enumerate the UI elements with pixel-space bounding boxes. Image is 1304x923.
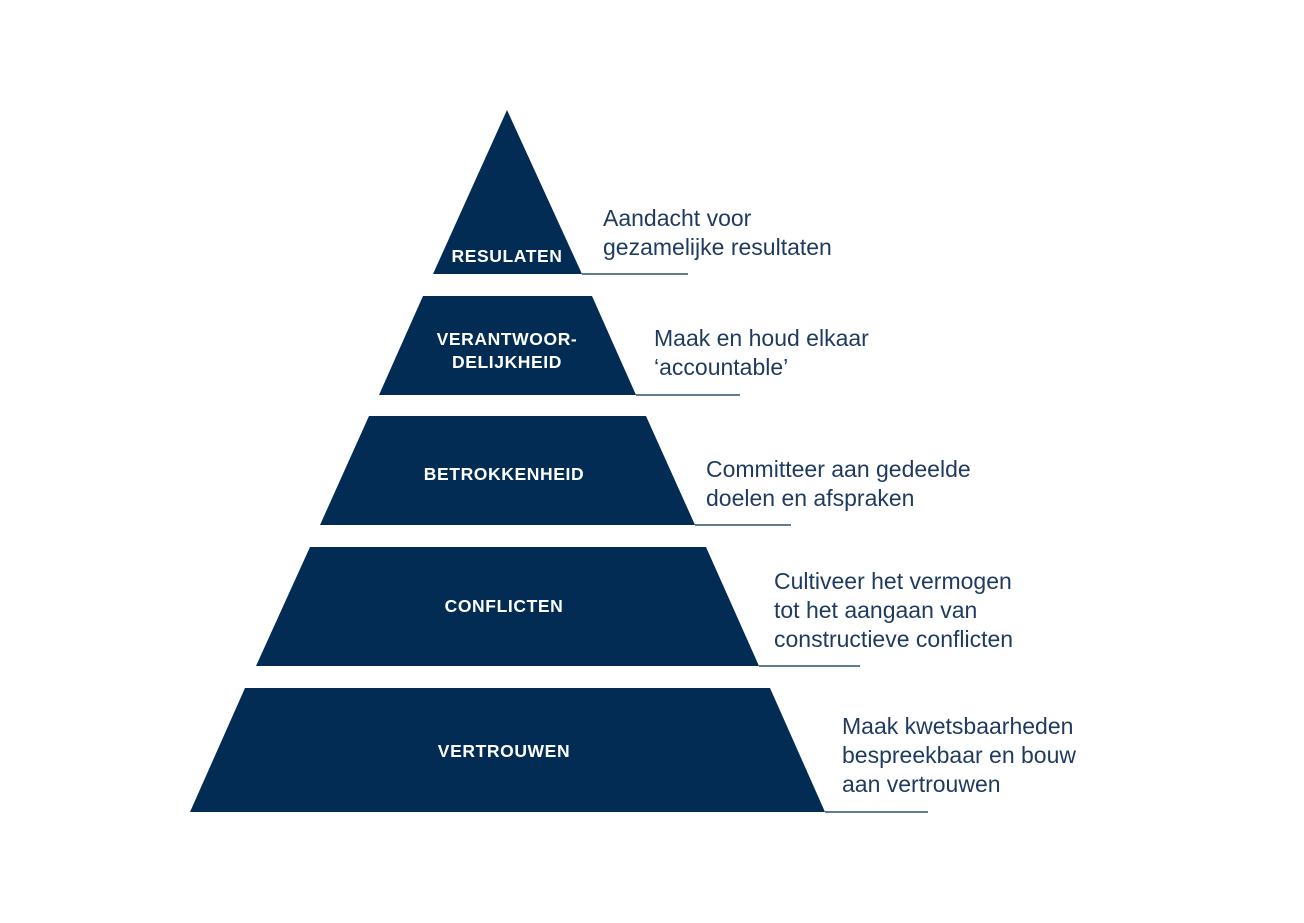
level-shape-conflicten (256, 547, 759, 666)
level-label-verantwoordelijkheid: VERANTWOOR- DELIJKHEID (436, 329, 578, 372)
level-description-resulaten: Aandacht voor gezamelijke resultaten (603, 205, 832, 260)
level-label-vertrouwen: VERTROUWEN (437, 741, 571, 761)
level-label-conflicten: CONFLICTEN (444, 596, 564, 616)
level-label-resulaten: RESULATEN (451, 246, 563, 266)
level-label-betrokkenheid: BETROKKENHEID (423, 464, 585, 484)
level-shape-vertrouwen (190, 688, 825, 812)
level-description-vertrouwen: Maak kwetsbaarheden bespreekbaar en bouw… (842, 713, 1076, 797)
level-description-conflicten: Cultiveer het vermogen tot het aangaan v… (774, 568, 1014, 652)
level-shape-betrokkenheid (320, 416, 695, 525)
level-description-verantwoordelijkheid: Maak en houd elkaar ‘accountable’ (654, 325, 869, 380)
level-description-betrokkenheid: Committeer aan gedeelde doelen en afspra… (706, 456, 971, 511)
level-shape-verantwoordelijkheid (379, 296, 636, 395)
level-shape-resulaten (433, 110, 582, 274)
